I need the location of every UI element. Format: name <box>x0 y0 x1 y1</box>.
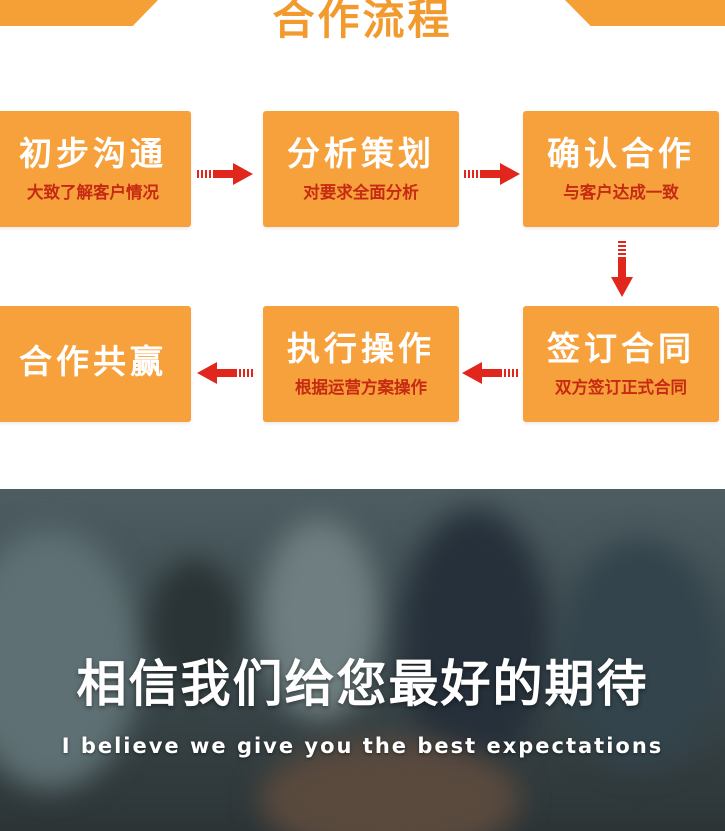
background-blur <box>560 539 720 769</box>
step-sign-contract: 签订合同 双方签订正式合同 <box>523 306 719 422</box>
step-subtitle: 大致了解客户情况 <box>27 183 159 202</box>
background-blur <box>260 519 380 719</box>
step-execute-operation: 执行操作 根据运营方案操作 <box>263 306 459 422</box>
step-confirm-cooperation: 确认合作 与客户达成一致 <box>523 111 719 227</box>
banner-subtitle: I believe we give you the best expectati… <box>61 734 664 758</box>
step-analysis-planning: 分析策划 对要求全面分析 <box>263 111 459 227</box>
step-title: 签订合同 <box>547 329 695 368</box>
background-blur <box>150 559 240 689</box>
banner-title: 相信我们给您最好的期待 <box>76 655 649 713</box>
step-title: 初步沟通 <box>19 134 167 173</box>
header-bar-right <box>565 0 725 26</box>
background-blur <box>260 739 520 831</box>
arrow-down-icon <box>611 241 633 297</box>
background-blur <box>0 529 140 789</box>
arrow-right-icon <box>464 163 520 185</box>
page-title: 合作流程 <box>272 0 453 44</box>
arrow-left-icon <box>462 362 518 384</box>
step-initial-communication: 初步沟通 大致了解客户情况 <box>0 111 191 227</box>
step-title: 合作共赢 <box>19 342 167 381</box>
header-bar-left <box>0 0 158 26</box>
arrow-right-icon <box>197 163 253 185</box>
step-subtitle: 根据运营方案操作 <box>295 378 427 397</box>
arrow-left-icon <box>197 362 253 384</box>
step-title: 执行操作 <box>287 329 435 368</box>
step-subtitle: 双方签订正式合同 <box>555 378 687 397</box>
step-subtitle: 与客户达成一致 <box>563 183 679 202</box>
step-win-win: 合作共赢 <box>0 306 191 422</box>
step-subtitle: 对要求全面分析 <box>303 183 419 202</box>
step-title: 分析策划 <box>287 134 435 173</box>
step-title: 确认合作 <box>547 134 695 173</box>
background-blur <box>400 509 550 769</box>
banner: 相信我们给您最好的期待 I believe we give you the be… <box>0 489 725 831</box>
